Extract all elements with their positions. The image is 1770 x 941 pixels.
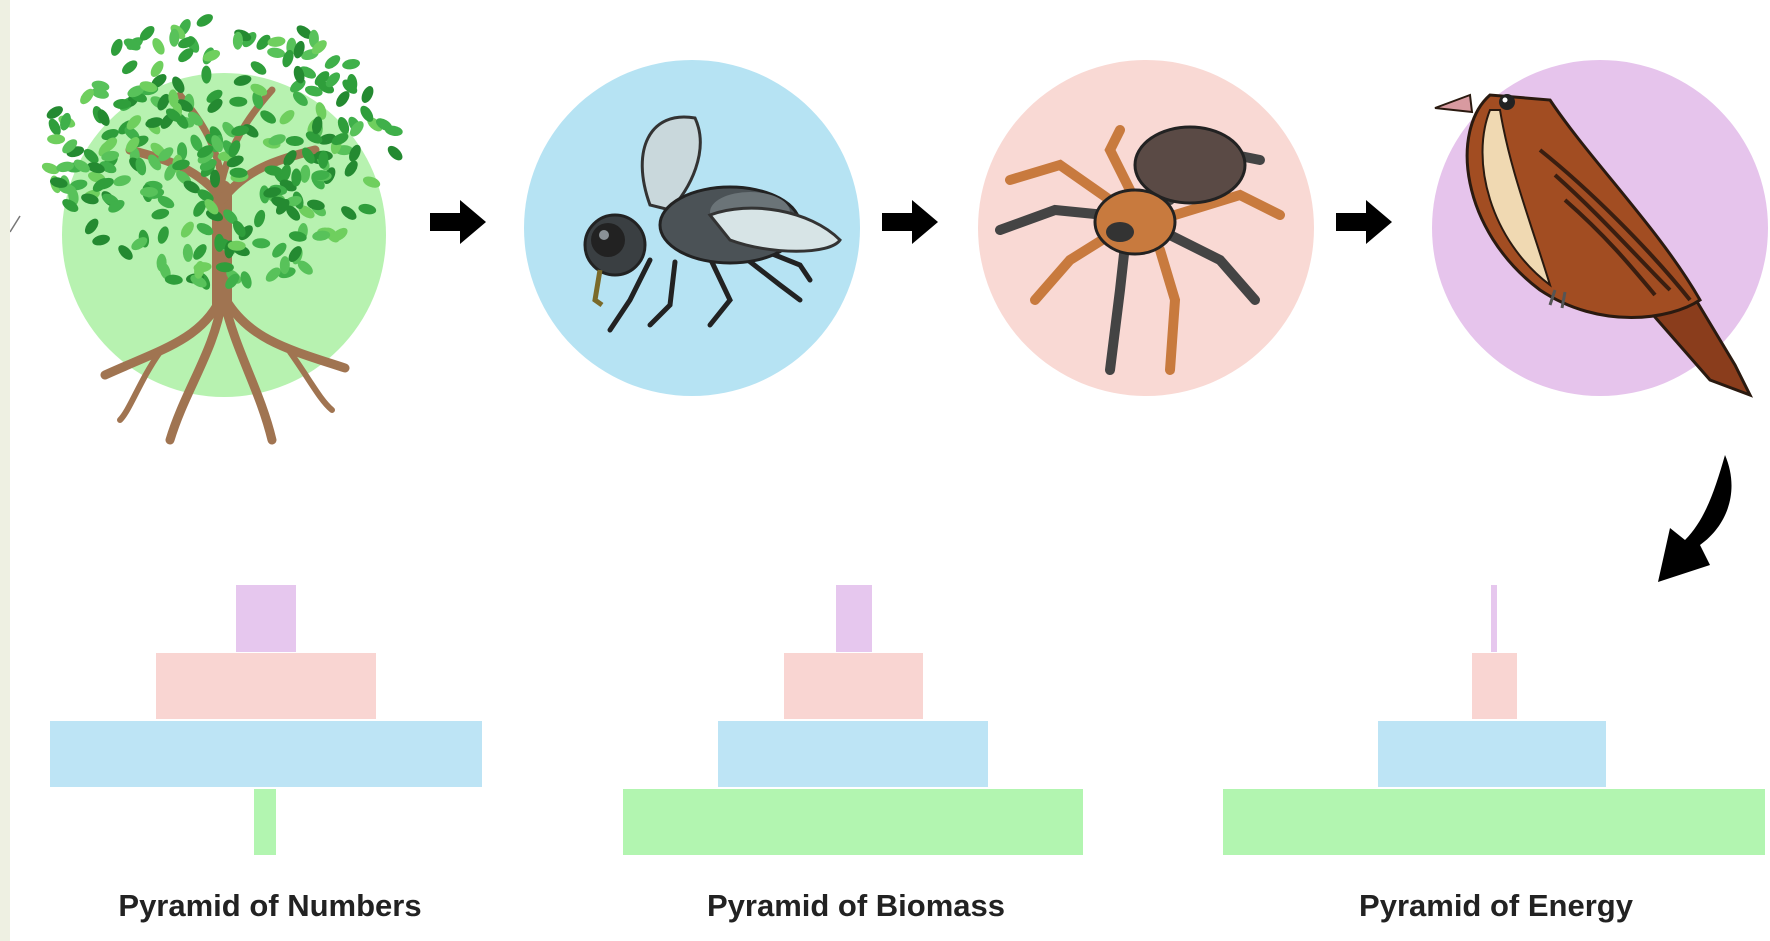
diagram-canvas [10, 0, 1770, 941]
pyramid-biomass [623, 585, 1083, 855]
leaf [195, 11, 216, 29]
leaf [150, 36, 167, 57]
pyramid-energy-primary-consumer-bar [1378, 721, 1606, 787]
pyramid-biomass-tertiary-consumer-bar [836, 585, 872, 652]
spider-face [1106, 222, 1134, 242]
pyramid-energy-secondary-consumer-bar [1472, 653, 1517, 719]
pyramid-numbers-producer-bar [254, 789, 276, 855]
pyramid-numbers-primary-consumer-bar [50, 721, 482, 787]
pyramid-numbers [50, 585, 482, 855]
arrow-right-icon [882, 200, 938, 244]
pyramid-energy-tertiary-consumer-bar [1491, 585, 1497, 652]
curved-arrow-icon [1658, 455, 1732, 582]
pyramid-numbers-tertiary-consumer-bar [236, 585, 296, 652]
fly-eye [591, 223, 625, 257]
pyramid-biomass-primary-consumer-bar [718, 721, 988, 787]
spider-cephalothorax [1095, 190, 1175, 254]
leaf [47, 134, 65, 144]
bird-eye [1499, 94, 1515, 110]
pyramid-energy-producer-bar [1223, 789, 1765, 855]
pyramid-energy [1223, 585, 1765, 855]
fly-illustration [524, 60, 860, 396]
bird-beak [1435, 95, 1472, 112]
food-chain-diagram: Pyramid of Numbers Pyramid of Biomass Py… [10, 0, 1770, 941]
edge-line [10, 216, 20, 232]
arrow-right-icon [1336, 200, 1392, 244]
spider-illustration [978, 60, 1314, 396]
pyramid-biomass-producer-bar [623, 789, 1083, 855]
bird-illustration [1432, 60, 1768, 396]
pyramid-label-energy: Pyramid of Energy [1236, 888, 1756, 924]
pyramid-label-numbers: Pyramid of Numbers [10, 888, 530, 924]
leaf [140, 187, 158, 197]
leaf [248, 59, 268, 78]
leaf [385, 143, 405, 163]
arrow-right-icon [430, 200, 486, 244]
leaf [322, 52, 342, 71]
pyramid-numbers-secondary-consumer-bar [156, 653, 376, 719]
pyramids [50, 585, 1765, 855]
tree-illustration [40, 11, 405, 440]
leaf [120, 58, 140, 77]
leaf [109, 37, 125, 57]
pyramid-label-biomass: Pyramid of Biomass [596, 888, 1116, 924]
leaf [341, 58, 360, 71]
pyramid-biomass-secondary-consumer-bar [784, 653, 923, 719]
leaf [266, 46, 285, 59]
leaf [229, 97, 247, 107]
leaf [359, 84, 376, 105]
